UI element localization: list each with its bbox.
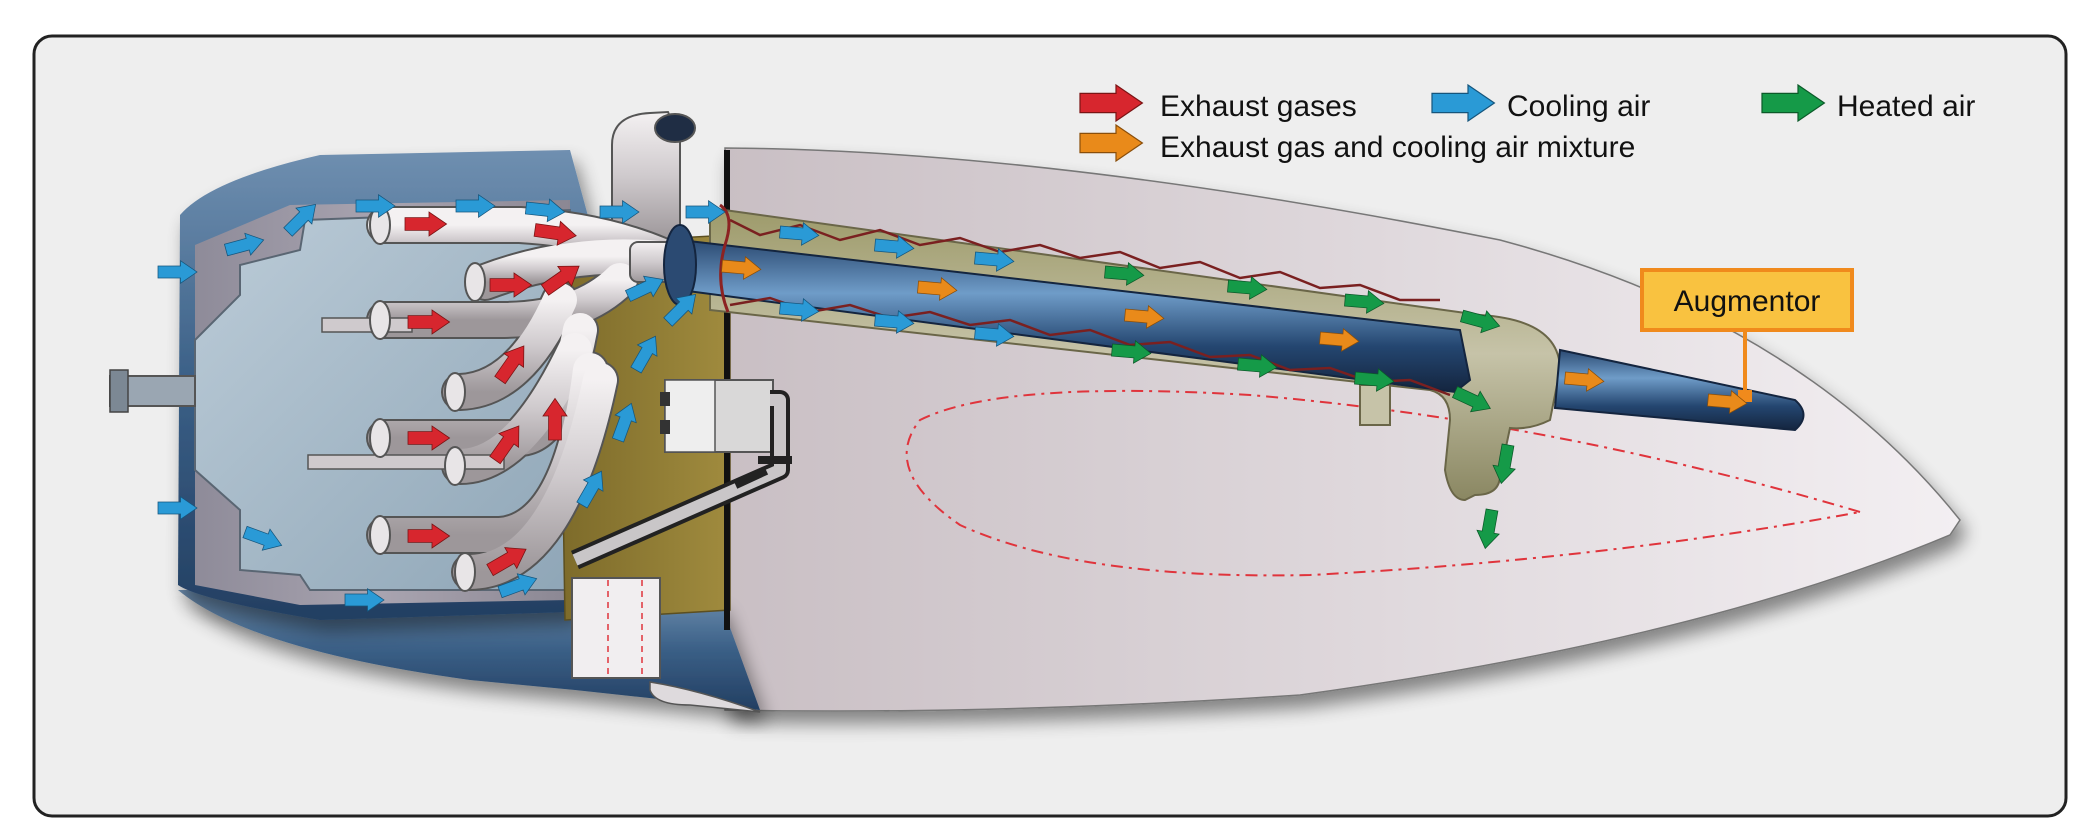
wing-outline: [905, 389, 1861, 577]
augmentor-tube: [1553, 348, 1805, 432]
heater-box-face: [664, 379, 716, 453]
heater-connector-2: [660, 420, 670, 434]
legend-item-heated: Heated air: [1761, 84, 1975, 123]
stub-pipe-2: [307, 454, 505, 470]
legend-label-heated: Heated air: [1837, 90, 1975, 123]
pipe-collar-2: [733, 467, 769, 489]
shroud-lip: [719, 203, 731, 313]
augmentor-label: Augmentor: [1674, 285, 1821, 318]
augmentor-callout-box: [1640, 268, 1854, 332]
legend-item-cooling: Cooling air: [1431, 84, 1650, 123]
shroud-drain: [1359, 384, 1391, 426]
baffle-line-upper: [729, 218, 1440, 302]
heater-outlet-duct: [571, 577, 661, 679]
stack-inlet: [663, 224, 697, 306]
pipe-flanges: [369, 205, 486, 592]
prop-flange: [109, 369, 129, 413]
legend-label-exhaust: Exhaust gases: [1160, 90, 1357, 123]
legend-label-cooling: Cooling air: [1507, 90, 1650, 123]
pipe-collar-1: [758, 456, 792, 464]
augmentor-callout: Augmentor: [1640, 268, 1854, 332]
baffle-line-lower: [729, 296, 1451, 397]
legend-item-mixture: Exhaust gas and cooling air mixture: [1079, 124, 1635, 164]
lower-fairing: [649, 681, 761, 713]
stack-pipe-opening: [654, 113, 696, 143]
legend: Exhaust gases Cooling air Heated air Exh…: [1079, 84, 1975, 164]
stub-pipe-1: [321, 317, 413, 333]
heater-pipe-core: [572, 394, 786, 566]
legend-label-mixture: Exhaust gas and cooling air mixture: [1160, 131, 1635, 164]
legend-item-exhaust: Exhaust gases: [1079, 84, 1357, 123]
heater-connector-1: [660, 392, 670, 406]
